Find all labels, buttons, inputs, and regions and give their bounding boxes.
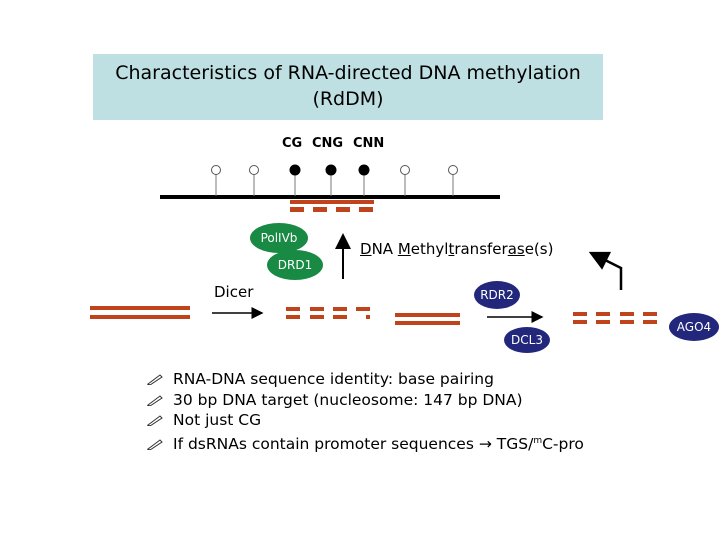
- title-line-1: Characteristics of RNA-directed DNA meth…: [115, 62, 581, 84]
- bullet-text: 30 bp DNA target (nucleosome: 147 bp DNA…: [173, 390, 523, 409]
- context-label-cnn: CNN: [353, 136, 385, 151]
- pencil-icon: [147, 438, 163, 450]
- methyltransferase-label: DNA Methyltransferase(s): [360, 240, 553, 258]
- bullet-item: 30 bp DNA target (nucleosome: 147 bp DNA…: [146, 390, 584, 411]
- arrow-glyph: →: [478, 434, 492, 453]
- bullet-text: If dsRNAs contain promoter sequences: [173, 434, 474, 453]
- sirna-fragments: [286, 307, 370, 319]
- underline-t: t: [448, 240, 455, 258]
- bullet-text-mid: TGS/: [491, 434, 534, 453]
- dsrna-long: [90, 306, 190, 319]
- mt-part-ethyl: ethyl: [410, 240, 449, 258]
- unmethylated-site: [211, 165, 221, 175]
- bullet-text: Not just CG: [173, 411, 262, 429]
- pencil-icon: [147, 374, 163, 385]
- methylation-sites: [211, 164, 458, 196]
- bullet-item: Not just CG: [146, 410, 584, 431]
- unmethylated-site: [448, 165, 458, 175]
- mt-part-ransfer: ransfer: [454, 240, 508, 258]
- dicer-label: Dicer: [214, 283, 254, 301]
- bullet-text: RNA-DNA sequence identity: base pairing: [173, 370, 494, 388]
- unmethylated-site: [249, 165, 259, 175]
- title-box: Characteristics of RNA-directed DNA meth…: [93, 54, 603, 120]
- methylated-site: [358, 164, 370, 176]
- bullet-item: RNA-DNA sequence identity: base pairing: [146, 369, 584, 390]
- mt-part-na: NA: [371, 240, 398, 258]
- unmethylated-site: [400, 165, 410, 175]
- dcl3-protein: DCL3: [504, 327, 550, 353]
- underline-as: as: [507, 240, 525, 258]
- small-rnas: [573, 312, 657, 324]
- pencil-icon: [147, 394, 163, 406]
- drd1-protein: DRD1: [267, 250, 323, 280]
- bullet-text-end: C-pro: [542, 434, 584, 453]
- polivb-protein: PolIVb: [250, 223, 308, 253]
- pencil-icon: [147, 415, 163, 426]
- dsrna-middle: [395, 313, 460, 325]
- title-line-2: (RdDM): [312, 88, 384, 110]
- underline-d: D: [360, 240, 372, 258]
- methylated-site: [325, 164, 337, 176]
- methylated-site: [289, 164, 301, 176]
- ago4-protein: AGO4: [669, 313, 719, 341]
- context-label-cg: CG: [282, 136, 303, 151]
- rna-dna-hybrid: [290, 200, 374, 212]
- bullet-list: RNA-DNA sequence identity: base pairing …: [146, 369, 584, 454]
- mt-part-es: e(s): [524, 240, 554, 258]
- bullet-item: If dsRNAs contain promoter sequences → T…: [146, 431, 584, 455]
- feedback-arrow: [588, 251, 623, 290]
- context-label-cng: CNG: [312, 136, 344, 151]
- rdr2-protein: RDR2: [474, 281, 520, 309]
- superscript-m: m: [533, 435, 543, 446]
- underline-m: M: [397, 240, 411, 258]
